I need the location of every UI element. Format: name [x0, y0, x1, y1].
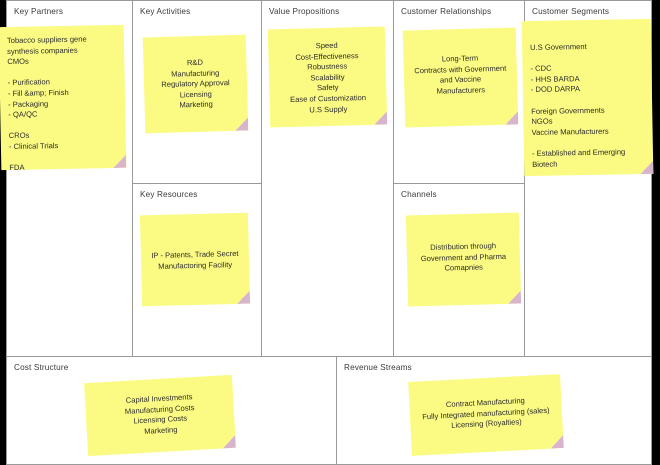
sticky-note-cost-structure-text: Capital Investments Manufacturing Costs …	[124, 392, 195, 436]
sticky-note-key-partners[interactable]: Tobacco suppliers gene synthesis compani…	[0, 24, 127, 172]
sticky-note-customer-relationships[interactable]: Long-Term Contracts with Government and …	[402, 27, 519, 128]
panel-title-channels: Channels	[401, 190, 437, 199]
note-fold-icon	[508, 291, 521, 304]
sticky-note-key-resources-text: IP - Patents, Trade Secret Manufactoring…	[151, 248, 239, 271]
sticky-note-cost-structure[interactable]: Capital Investments Manufacturing Costs …	[84, 374, 236, 457]
sticky-note-channels[interactable]: Distribution through Government and Phar…	[405, 212, 522, 307]
sticky-note-customer-segments[interactable]: U.S Government - CDC - HHS BARDA - DOD D…	[521, 18, 654, 177]
panel-title-cost-structure: Cost Structure	[14, 363, 69, 372]
note-fold-icon	[550, 435, 564, 449]
sticky-note-value-propositions-text: Speed Cost-Effectiveness Robustness Scal…	[289, 40, 367, 115]
note-fold-icon	[237, 291, 250, 304]
note-fold-icon	[505, 111, 518, 124]
note-fold-icon	[222, 435, 236, 449]
sticky-note-key-partners-text: Tobacco suppliers gene synthesis compani…	[6, 34, 87, 173]
left-edge-bar	[0, 0, 6, 465]
panel-title-key-partners: Key Partners	[14, 7, 64, 16]
sticky-note-value-propositions[interactable]: Speed Cost-Effectiveness Robustness Scal…	[267, 26, 388, 128]
panel-title-customer-relationships: Customer Relationships	[401, 7, 492, 16]
sticky-note-key-activities-text: R&D Manufacturing Regulatory Approval Li…	[161, 57, 230, 110]
sticky-note-key-resources[interactable]: IP - Patents, Trade Secret Manufactoring…	[139, 212, 251, 307]
sticky-note-channels-text: Distribution through Government and Phar…	[420, 241, 507, 273]
sticky-note-revenue-streams-text: Contract Manufacturing Fully Integrated …	[422, 395, 550, 431]
right-edge-bar	[652, 0, 660, 465]
panel-title-key-resources: Key Resources	[140, 190, 198, 199]
panel-title-key-activities: Key Activities	[140, 7, 191, 16]
note-fold-icon	[235, 118, 248, 131]
sticky-note-customer-relationships-text: Long-Term Contracts with Government and …	[414, 53, 507, 96]
sticky-note-key-activities[interactable]: R&D Manufacturing Regulatory Approval Li…	[142, 34, 249, 134]
panel-title-customer-segments: Customer Segments	[532, 7, 610, 16]
sticky-note-customer-segments-text: U.S Government - CDC - HHS BARDA - DOD D…	[530, 42, 626, 169]
panel-title-value-propositions: Value Propositions	[269, 7, 340, 16]
sticky-note-revenue-streams[interactable]: Contract Manufacturing Fully Integrated …	[408, 374, 564, 456]
panel-title-revenue-streams: Revenue Streams	[344, 363, 412, 372]
